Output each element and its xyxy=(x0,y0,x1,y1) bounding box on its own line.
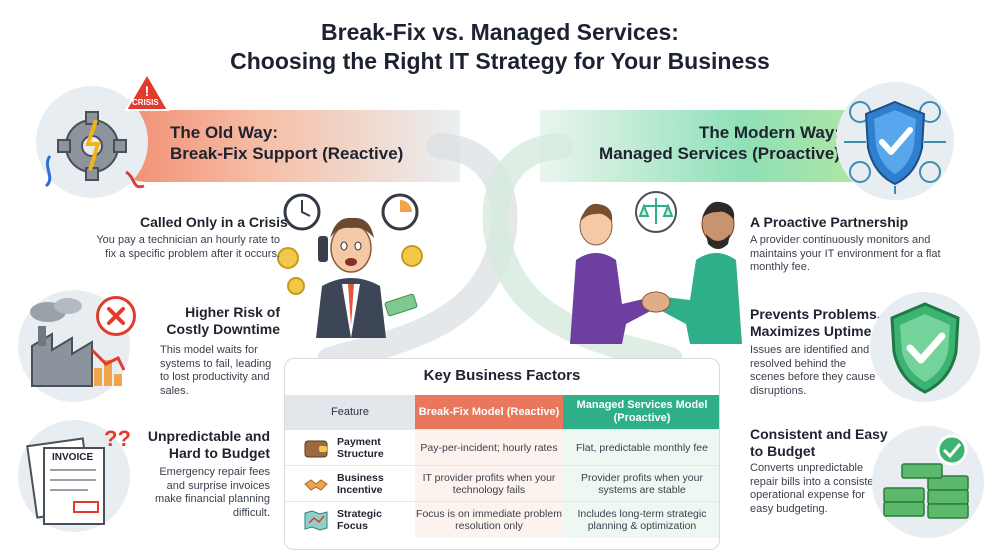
stressed-businessman-illustration xyxy=(276,186,426,338)
row-3-break-fix: Focus is on immediate problem resolution… xyxy=(415,502,563,538)
question-marks-icon: ?? xyxy=(104,426,131,451)
header-feature: Feature xyxy=(285,395,415,429)
cash-stacks-icon xyxy=(872,426,984,538)
invoice-label: INVOICE xyxy=(52,452,94,463)
key-factors-table: Key Business Factors Feature Break-Fix M… xyxy=(284,358,720,550)
title-line-2: Choosing the Right IT Strategy for Your … xyxy=(230,48,770,74)
new-way-line-2: Managed Services (Proactive) xyxy=(599,144,840,163)
new-way-title: The Modern Way: Managed Services (Proact… xyxy=(560,122,840,164)
old-way-item-3-heading: Unpredictable and Hard to Budget xyxy=(147,428,270,461)
new-way-item-1-heading: A Proactive Partnership xyxy=(750,214,909,230)
page-title: Break-Fix vs. Managed Services: Choosing… xyxy=(0,18,1000,76)
row-1-break-fix: Pay-per-incident; hourly rates xyxy=(415,430,563,466)
old-way-line-2: Break-Fix Support (Reactive) xyxy=(170,144,404,163)
row-2-managed: Provider profits when your systems are s… xyxy=(563,466,719,502)
wallet-icon xyxy=(303,436,329,460)
crisis-label: CRISIS xyxy=(132,98,159,107)
row-2-break-fix: IT provider profits when your technology… xyxy=(415,466,563,502)
handshake-icon xyxy=(303,472,329,496)
new-way-item-3-body: Converts unpredictable repair bills into… xyxy=(750,462,883,515)
shield-check-icon xyxy=(870,292,980,402)
new-way-item-2-heading: Prevents Problems, Maximizes Uptime xyxy=(750,306,881,339)
row-3-managed: Includes long-term strategic planning & … xyxy=(563,502,719,538)
table-title: Key Business Factors xyxy=(423,367,581,384)
handshake-partners-illustration xyxy=(556,184,756,344)
old-way-item-2-heading: Higher Risk of Costly Downtime xyxy=(166,304,280,337)
old-way-item-1-heading: Called Only in a Crisis xyxy=(140,214,288,230)
old-way-line-1: The Old Way: xyxy=(170,123,278,142)
title-line-1: Break-Fix vs. Managed Services: xyxy=(321,19,679,45)
new-way-line-1: The Modern Way: xyxy=(698,123,840,142)
error-x-icon xyxy=(96,296,136,336)
shield-circuit-icon xyxy=(836,82,954,200)
crisis-warning-icon: ! CRISIS xyxy=(124,72,170,112)
row-1-managed: Flat, predictable monthly fee xyxy=(563,430,719,466)
old-way-title: The Old Way: Break-Fix Support (Reactive… xyxy=(170,122,440,164)
old-way-item-2-body: This model waits for systems to fail, le… xyxy=(160,344,272,397)
row-1-feature: Payment Structure xyxy=(337,436,384,460)
header-break-fix: Break-Fix Model (Reactive) xyxy=(415,395,563,429)
row-2-feature: Business Incentive xyxy=(337,472,384,496)
table-row: Payment Structure Pay-per-incident; hour… xyxy=(285,429,719,466)
new-way-item-2-body: Issues are identified and resolved behin… xyxy=(750,344,876,397)
table-row: Strategic Focus Focus is on immediate pr… xyxy=(285,501,719,538)
new-way-item-3-heading: Consistent and Easy to Budget xyxy=(750,426,888,459)
svg-text:!: ! xyxy=(145,83,150,99)
old-way-item-1-body: You pay a technician an hourly rate to f… xyxy=(96,234,280,260)
invoice-icon: INVOICE xyxy=(18,420,130,532)
header-managed: Managed Services Model (Proactive) xyxy=(563,395,719,429)
old-way-item-3-body: Emergency repair fees and surprise invoi… xyxy=(155,466,270,519)
new-way-item-1-body: A provider continuously monitors and mai… xyxy=(750,234,941,273)
map-icon xyxy=(303,508,329,532)
table-row: Business Incentive IT provider profits w… xyxy=(285,465,719,502)
row-3-feature: Strategic Focus xyxy=(337,508,382,532)
